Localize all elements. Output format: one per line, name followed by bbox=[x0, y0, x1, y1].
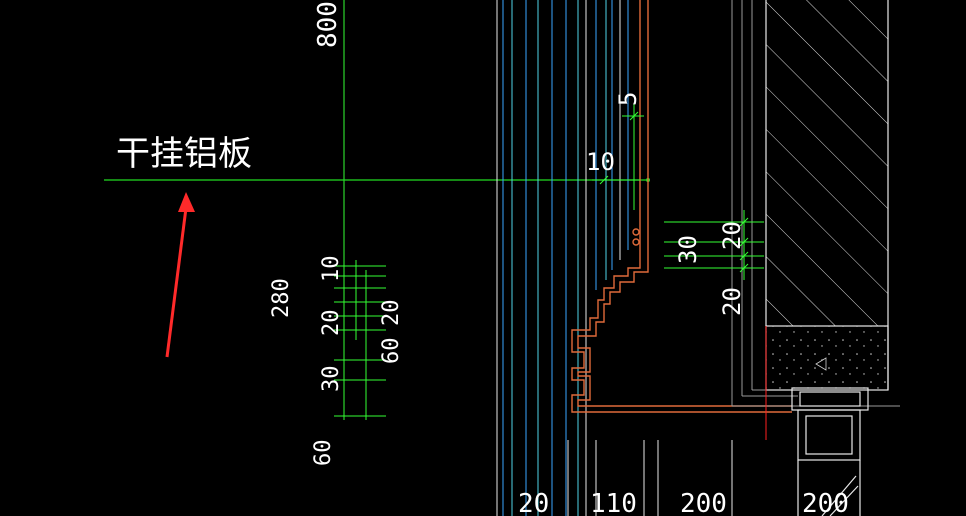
dim-30-left: 30 bbox=[319, 366, 344, 393]
dim-20-right-a: 20 bbox=[718, 221, 746, 250]
dim-60-left: 60 bbox=[379, 338, 404, 365]
dim-200-bottom: 200 bbox=[680, 489, 727, 516]
dim-60-bottom: 60 bbox=[311, 440, 336, 467]
dim-110-bottom: 110 bbox=[590, 489, 637, 516]
dim-5: 5 bbox=[614, 92, 642, 106]
dimension-ticks-left bbox=[334, 260, 386, 420]
dim-800: 800 bbox=[313, 1, 343, 48]
dimension-ticks-right bbox=[592, 104, 764, 280]
wall-section bbox=[765, 0, 889, 391]
aluminum-panel-profile[interactable] bbox=[571, 0, 792, 413]
wall-layer-lines bbox=[496, 0, 733, 516]
dim-20-left: 20 bbox=[319, 310, 344, 337]
dim-20-bottom: 20 bbox=[518, 489, 549, 516]
dim-20-left-b: 20 bbox=[379, 300, 404, 327]
dim-10-left: 10 bbox=[319, 256, 344, 283]
dim-280: 280 bbox=[269, 278, 294, 318]
dim-20-right-b: 20 bbox=[718, 287, 746, 316]
window-frame bbox=[791, 387, 869, 516]
dim-200-bottom-b: 200 bbox=[802, 489, 849, 516]
dim-30-right: 30 bbox=[674, 235, 702, 264]
material-label: 干挂铝板 bbox=[116, 134, 252, 174]
red-arrow-icon bbox=[165, 192, 195, 358]
dim-10-top: 10 bbox=[586, 148, 615, 176]
